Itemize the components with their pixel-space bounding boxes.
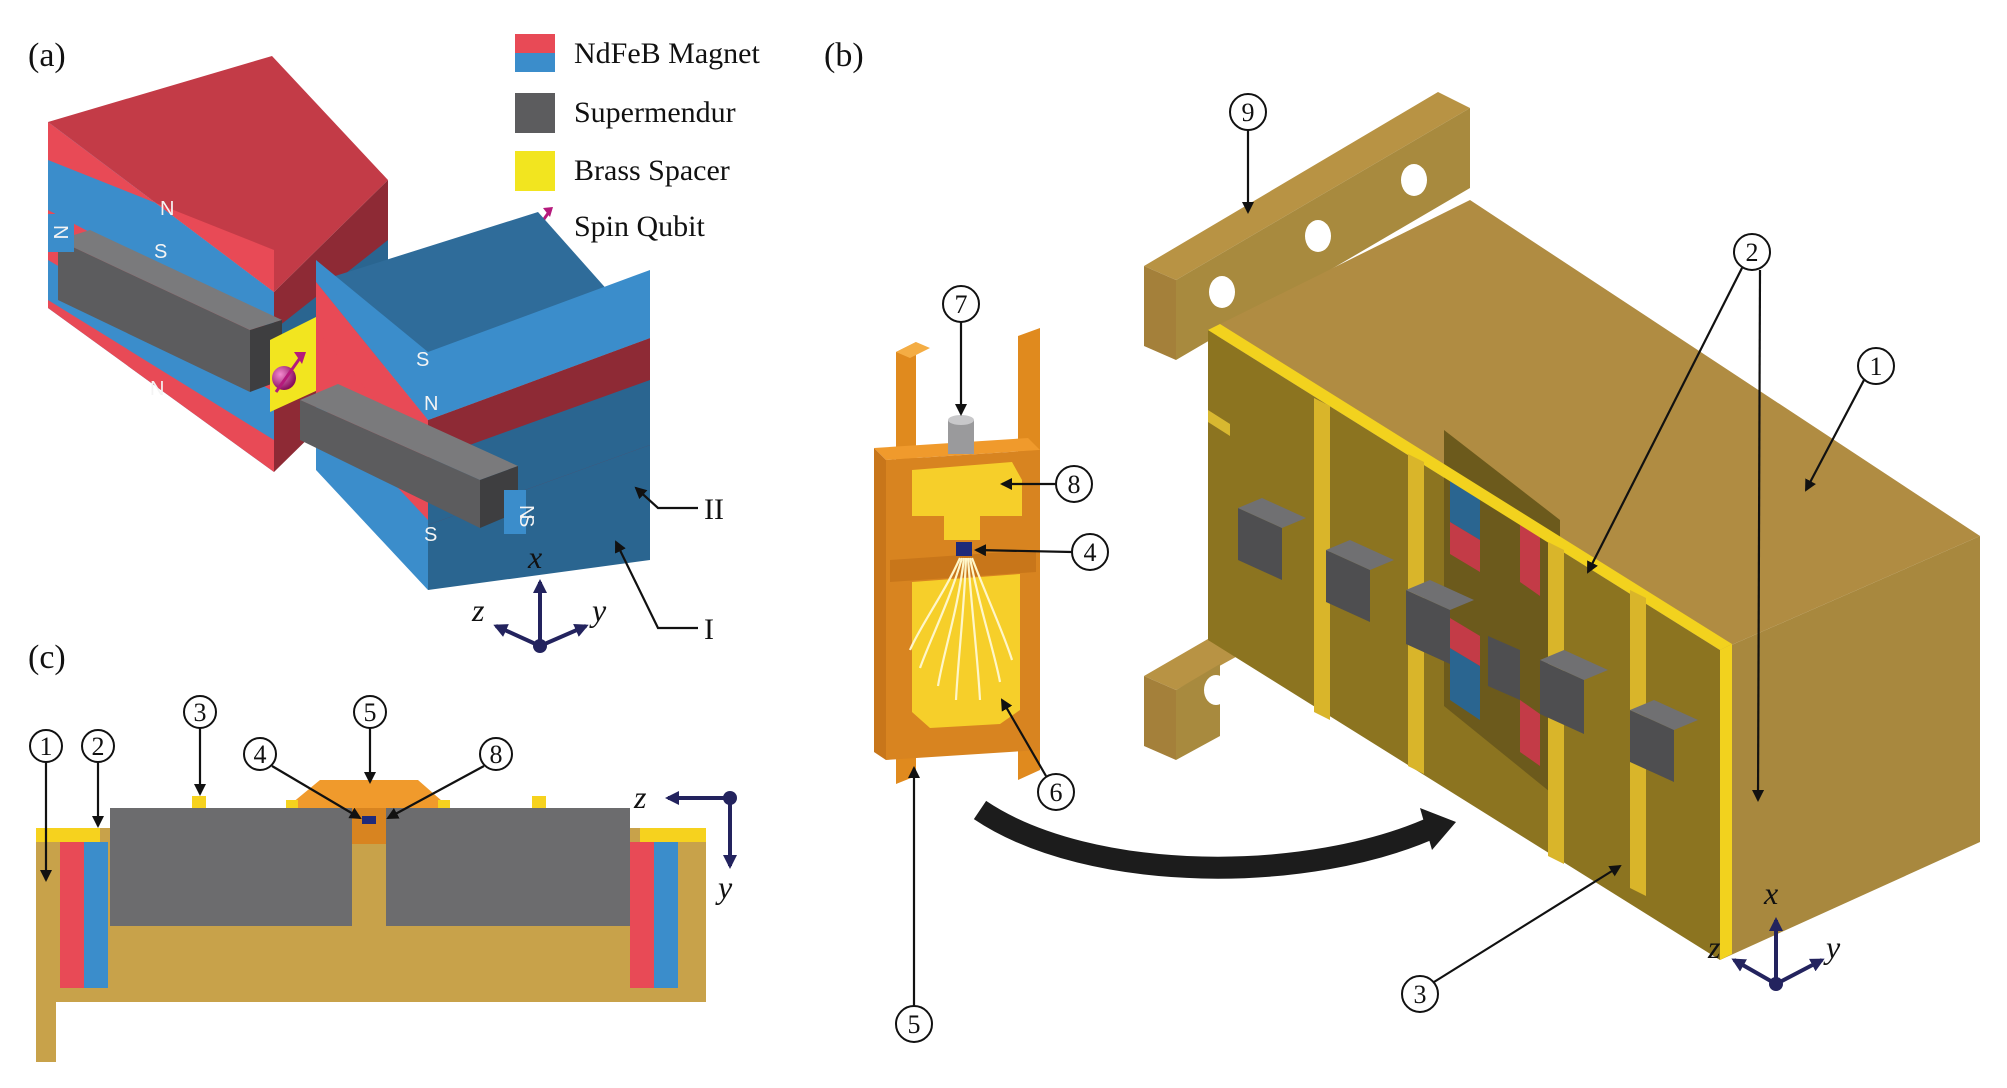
pole-label-north-small: N (515, 505, 537, 519)
callout-circle-3 (1401, 975, 1439, 1013)
callout-circle-6 (1037, 773, 1075, 811)
leader-line-one (614, 540, 698, 630)
supermendur-pole-pieces (1238, 498, 1698, 782)
callout-circle-2 (1733, 233, 1771, 271)
leader-line-2b (1752, 269, 1765, 802)
axis-label-y-b: y (1823, 929, 1841, 965)
callout-4: 4 (1084, 538, 1097, 567)
axis-label-x-a: x (527, 539, 542, 575)
magnet-assembly: N N S N (48, 56, 724, 653)
axis-triad-b: x z y (1707, 875, 1841, 991)
leader-line-two (634, 486, 698, 510)
callout-2: 2 (1746, 238, 1759, 267)
axis-label-y-c: y (715, 869, 733, 905)
legend-label-spin-qubit: Spin Qubit (574, 210, 706, 243)
axis-label-z-c: z (633, 779, 647, 815)
axis-triad-c: z y (633, 779, 737, 905)
panel-label-b: (b) (824, 37, 864, 74)
pole-label-south-front-bottom: S (424, 524, 437, 546)
insertion-arrow (973, 800, 1441, 879)
leader-line-4 (974, 544, 1073, 557)
leader-line-1 (1805, 379, 1865, 492)
pole-label-south-small: S (515, 514, 537, 527)
panel-label-c: (c) (28, 639, 66, 676)
leader-line-2a (1587, 267, 1743, 574)
callout-3: 3 (1414, 980, 1427, 1009)
leader-line-4c (271, 765, 362, 820)
magnet-swatch-icon (515, 34, 555, 72)
mounting-bracket-top (1144, 92, 1470, 360)
callout-5-b: 5 (908, 1010, 921, 1039)
legend-label-magnet: NdFeB Magnet (574, 37, 760, 70)
callout-1: 1 (1870, 352, 1883, 381)
pole-label-north-bottom: N (150, 378, 164, 400)
panel-label-a: (a) (28, 37, 66, 74)
pole-label-north-top: N (160, 198, 174, 220)
legend: NdFeB Magnet Supermendur Brass Spacer Sp… (515, 34, 760, 244)
supermendur-swatch-icon (515, 93, 555, 133)
callout-7: 7 (955, 290, 968, 319)
axis-label-z-a: z (471, 592, 485, 628)
insertion-arrow-head (1420, 808, 1456, 850)
callout-circle-4c (243, 737, 277, 771)
legend-label-supermendur: Supermendur (574, 96, 736, 129)
leader-line-6 (1000, 698, 1047, 777)
callout-4-c: 4 (254, 740, 267, 769)
callout-8-c: 8 (490, 740, 503, 769)
mount-hole (1209, 276, 1235, 308)
axis-triad-a: x z y (471, 539, 607, 653)
label-two: II (704, 493, 724, 526)
callout-6: 6 (1050, 778, 1063, 807)
sample-chip (956, 542, 972, 556)
callout-2-c: 2 (92, 732, 105, 761)
connector-pin (948, 420, 974, 454)
mount-hole (1305, 220, 1331, 252)
mount-hole (1401, 164, 1427, 196)
axis-label-z-b: z (1707, 929, 1721, 965)
callout-3-c: 3 (194, 698, 207, 727)
callout-circle-1 (1857, 347, 1895, 385)
callout-9: 9 (1242, 98, 1255, 127)
leader-line-3 (1433, 864, 1622, 983)
pole-label-north-front: N (424, 393, 438, 415)
pole-label-south-top: S (154, 241, 167, 263)
front-magnet-stack: S N S N S (300, 212, 650, 590)
callout-1-c: 1 (40, 732, 53, 761)
callout-8: 8 (1068, 470, 1081, 499)
spin-qubit-marker (272, 352, 306, 393)
pole-label-north-side: N (49, 225, 71, 239)
mount-hole (1204, 675, 1228, 705)
sample-carrier-pcb: 7 8 4 6 5 (874, 285, 1109, 1043)
axis-label-y-a: y (589, 592, 607, 628)
callout-circle-8c (479, 737, 513, 771)
label-one: I (704, 613, 714, 646)
wire-bonds (908, 557, 1014, 701)
sample-holder-housing: 9 2 1 3 x z y (1144, 92, 1980, 1013)
cross-section: 1 2 3 4 5 8 z y (29, 695, 737, 1062)
brass-swatch-icon (515, 151, 555, 191)
callout-5-c: 5 (364, 698, 377, 727)
legend-label-brass: Brass Spacer (574, 154, 730, 187)
leader-line-8c (386, 765, 485, 819)
axis-label-x-b: x (1763, 875, 1778, 911)
pole-label-south-front-top: S (416, 349, 429, 371)
